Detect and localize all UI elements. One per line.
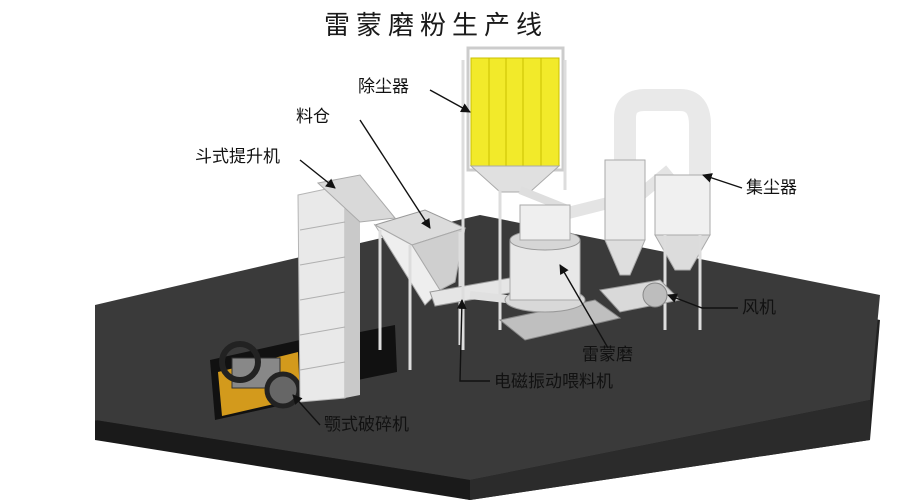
label-vibrating-feeder: 电磁振动喂料机 (494, 372, 613, 392)
elevator-seam-1 (299, 221, 346, 231)
label-jaw-crusher: 颚式破碎机 (324, 415, 409, 435)
elevator-seam-3 (299, 291, 346, 301)
platform-right-edge (470, 400, 870, 500)
cyclone-main-body (654, 174, 711, 236)
leader-vibrating-feeder (456, 299, 490, 382)
leader-silo (359, 119, 431, 229)
elevator-discharge-chute (316, 174, 396, 223)
platform-front-edge (95, 420, 470, 500)
elevator-seam-4 (299, 326, 346, 336)
cyclone-small-cone (604, 239, 646, 276)
dust-remover-hopper (469, 165, 561, 193)
cyclone-small-body (604, 159, 646, 241)
platform (95, 215, 880, 500)
crusher-flywheel-left (219, 341, 261, 383)
cyclone-main-cone (654, 234, 711, 271)
mill-classifier (519, 204, 571, 241)
silo-hopper-side (411, 227, 466, 291)
label-fan: 风机 (742, 298, 776, 318)
diagram-title: 雷蒙磨粉生产线 (324, 11, 548, 41)
return-air-duct (614, 89, 711, 180)
leader-jaw-crusher (292, 394, 321, 426)
cyclone-collector (604, 159, 711, 330)
leader-fan (667, 293, 738, 309)
leader-raymond-mill (559, 264, 609, 349)
elevator-seam-5 (299, 361, 346, 371)
bucket-elevator (297, 174, 396, 403)
label-silo: 料仓 (296, 107, 330, 127)
label-dust-remover: 除尘器 (358, 77, 409, 97)
label-raymond-mill: 雷蒙磨 (582, 345, 633, 365)
elevator-seam-2 (299, 256, 346, 266)
label-bucket-elevator: 斗式提升机 (195, 147, 280, 167)
platform-top (95, 215, 880, 480)
leader-cyclone-collector (702, 173, 743, 189)
elevator-column-side (345, 185, 360, 398)
fan-impeller (642, 282, 668, 308)
silo (373, 209, 467, 370)
labels: 除尘器 料仓 斗式提升机 集尘器 风机 雷蒙磨 电磁振动喂料机 颚式破碎机 (195, 77, 797, 435)
leader-lines (292, 89, 743, 426)
filter-bags (470, 57, 560, 167)
leader-bucket-elevator (299, 159, 336, 189)
dust-remover (461, 46, 567, 350)
crusher-flywheel-right (264, 371, 302, 409)
leader-dust-remover (429, 89, 471, 113)
jaw-crusher (218, 341, 302, 416)
label-cyclone-collector: 集尘器 (746, 178, 797, 198)
